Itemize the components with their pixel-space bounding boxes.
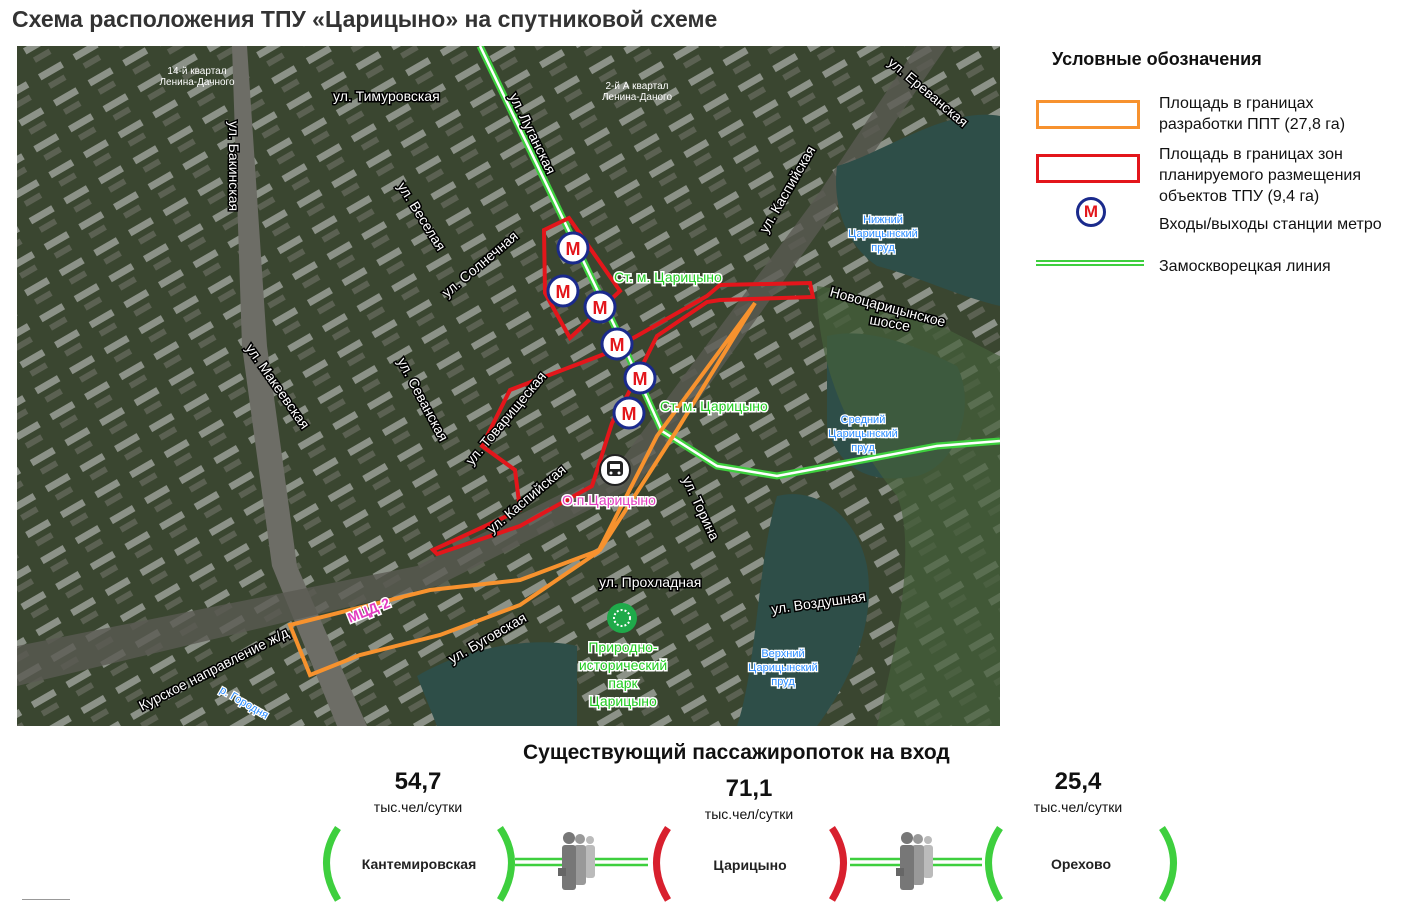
label-prokhladnaya: ул. Прохладная: [599, 574, 701, 590]
metro-icon[interactable]: М: [612, 396, 646, 430]
label-op-tsaritsyno: О.п.Царицыно: [562, 492, 656, 508]
station-tsaritsyno: Царицыно: [713, 857, 787, 873]
metro-entrances: М М М М М М: [546, 231, 657, 430]
tpu-zone-boundary: [429, 280, 816, 557]
legend-item-line: Замоскворецкая линия: [1159, 258, 1331, 275]
bracket-tsaritsyno-left: [653, 826, 672, 902]
station-kantemirovskaya: Кантемировская: [361, 856, 477, 872]
label-pond-lower: Нижний Царицынский пруд: [847, 213, 919, 256]
metro-icon[interactable]: М: [600, 327, 634, 361]
svg-text:пруд: пруд: [771, 676, 795, 688]
legend-green-line: [1036, 260, 1144, 266]
flow-value-orekhovo: 25,4: [1054, 768, 1102, 795]
flow-unit: тыс.чел/сутки: [373, 799, 463, 815]
railway: [17, 46, 947, 686]
park-icon: [607, 603, 637, 633]
label-kv2a: 2-й А квартал: [605, 81, 668, 92]
flow-value-kantemirovskaya: 54,7: [394, 768, 442, 795]
park-area: [817, 286, 1000, 726]
pond-lower: [836, 114, 1000, 307]
river-gorodnya: [417, 642, 577, 726]
svg-text:М: М: [622, 404, 637, 424]
label-kv14b: Ленина-Дачного: [159, 77, 234, 88]
flow-unit: тыс.чел/сутки: [704, 806, 794, 822]
train-icon: [599, 454, 631, 486]
svg-text:Природно-: Природно-: [588, 639, 658, 655]
legend-metro-icon: М: [1076, 197, 1106, 227]
flow-diagram: [323, 826, 1177, 902]
svg-text:Царицынский: Царицынский: [848, 228, 918, 240]
svg-text:М: М: [633, 369, 648, 389]
metro-icon[interactable]: М: [556, 231, 590, 265]
station-orekhovo: Орехово: [1050, 856, 1111, 872]
svg-text:М: М: [610, 335, 625, 355]
label-metro-station-north: Ст. м. Царицыно: [614, 269, 722, 285]
people-icon: [558, 832, 595, 890]
label-bakinskaya: ул. Бакинская: [226, 121, 242, 211]
flow-title: Существующий пассажиропоток на вход: [523, 741, 950, 764]
svg-text:Царицынский: Царицынский: [828, 428, 898, 440]
label-pond-middle: Средний Царицынский пруд: [827, 413, 899, 456]
bracket-kantemirovskaya-right: [496, 826, 515, 902]
label-pond-upper: Верхний Царицынский пруд: [747, 647, 819, 690]
svg-text:Царицыно: Царицыно: [589, 693, 657, 709]
svg-text:пруд: пруд: [851, 442, 875, 454]
legend-item-tpu: Площадь в границах зон планируемого разм…: [1159, 146, 1362, 205]
svg-text:пруд: пруд: [871, 242, 895, 254]
bracket-orekhovo-left: [985, 826, 1004, 902]
bracket-tsaritsyno-right: [828, 826, 847, 902]
label-park: Природно- исторический парк Царицыно: [577, 638, 668, 711]
metro-icon[interactable]: М: [583, 290, 617, 324]
legend-orange-swatch: [1036, 100, 1140, 129]
svg-text:Царицынский: Царицынский: [748, 662, 818, 674]
svg-text:Верхний: Верхний: [761, 648, 804, 660]
label-timurovskaya: ул. Тимуровская: [333, 88, 440, 104]
svg-text:Средний: Средний: [841, 414, 886, 426]
svg-text:Нижний: Нижний: [863, 214, 903, 226]
pond-upper: [737, 494, 869, 726]
legend-item-metro: Входы/выходы станции метро: [1159, 216, 1382, 233]
svg-text:М: М: [566, 239, 581, 259]
label-kv2ab: Ленина-Даного: [602, 92, 672, 103]
legend-red-swatch: [1036, 154, 1140, 183]
page-title: Схема расположения ТПУ «Царицыно» на спу…: [12, 6, 718, 32]
legend-title: Условные обозначения: [1052, 49, 1262, 69]
label-metro-station-south: Ст. м. Царицыно: [660, 398, 768, 414]
svg-text:М: М: [556, 282, 571, 302]
flow-value-tsaritsyno: 71,1: [725, 775, 773, 802]
svg-text:парк: парк: [608, 675, 638, 691]
legend-item-ppt: Площадь в границах разработки ППТ (27,8 …: [1159, 95, 1346, 133]
ppt-boundary: [287, 301, 757, 678]
people-icon: [896, 832, 933, 890]
metro-icon[interactable]: М: [623, 361, 657, 395]
svg-text:М: М: [593, 298, 608, 318]
bracket-kantemirovskaya-left: [323, 826, 342, 902]
footer-divider: [22, 899, 70, 900]
satellite-map[interactable]: М М М М М М 14-й квартал Ленина-Дачного …: [17, 46, 1000, 726]
svg-text:исторический: исторический: [579, 657, 667, 673]
bracket-orekhovo-right: [1158, 826, 1177, 902]
flow-unit: тыс.чел/сутки: [1033, 799, 1123, 815]
map-overlay: М М М М М М 14-й квартал Ленина-Дачного …: [17, 46, 1000, 726]
label-kv14: 14-й квартал: [167, 66, 226, 77]
metro-icon[interactable]: М: [546, 274, 580, 308]
